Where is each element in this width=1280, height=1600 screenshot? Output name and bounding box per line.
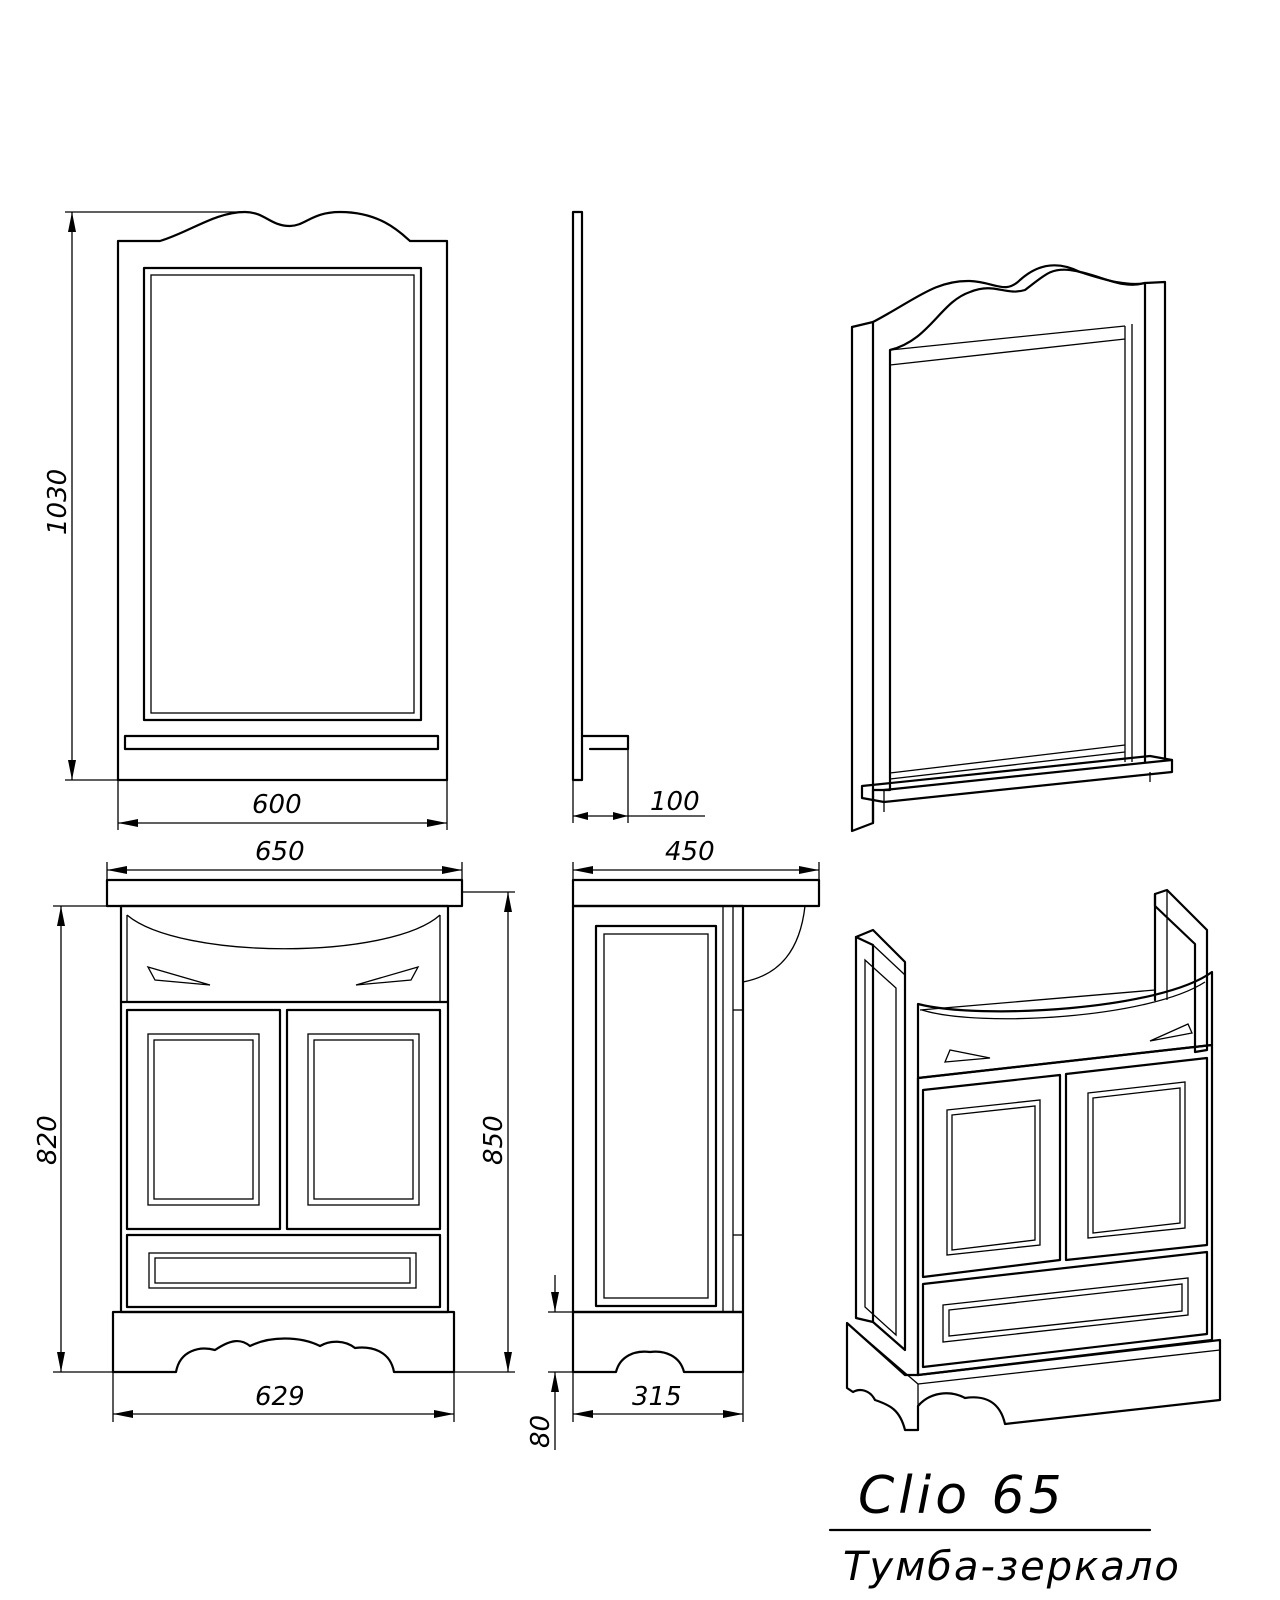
cabinet-side-view xyxy=(571,878,821,1374)
mirror-height-label: 1030 xyxy=(43,469,73,535)
mirror-height-dimension: 1030 xyxy=(43,211,245,781)
plinth-height-label: 80 xyxy=(526,1415,556,1448)
cabinet-base-depth-label: 315 xyxy=(632,1382,682,1412)
cabinet-isometric-view xyxy=(845,888,1222,1432)
cabinet-total-height-label: 850 xyxy=(479,1115,509,1165)
plinth-height-dimension: 80 xyxy=(526,1275,573,1450)
mirror-width-label: 600 xyxy=(252,790,302,820)
model-title: Clio 65 xyxy=(858,1466,1066,1526)
model-subtitle: Тумба-зеркало xyxy=(843,1544,1181,1590)
cabinet-height-dimension: 820 xyxy=(33,905,121,1373)
mirror-depth-label: 100 xyxy=(650,787,700,817)
cabinet-base-width-dimension: 629 xyxy=(112,1372,455,1422)
cabinet-base-width-label: 629 xyxy=(255,1382,305,1412)
cabinet-top-width-dimension: 650 xyxy=(106,837,463,880)
cabinet-top-width-label: 650 xyxy=(255,837,305,867)
cabinet-base-depth-dimension: 315 xyxy=(572,1372,744,1422)
cabinet-front-view xyxy=(105,878,464,1374)
cabinet-total-height-dimension: 850 xyxy=(454,891,515,1373)
cabinet-height-label: 820 xyxy=(33,1115,63,1165)
mirror-front-view xyxy=(116,210,449,782)
cabinet-top-depth-dimension: 450 xyxy=(572,837,820,880)
mirror-width-dimension: 600 xyxy=(117,780,448,830)
mirror-isometric-view xyxy=(850,264,1174,833)
title-block: Clio 65 Тумба-зеркало xyxy=(828,1466,1181,1590)
mirror-side-view: 100 xyxy=(571,210,705,823)
cabinet-top-depth-label: 450 xyxy=(665,837,715,867)
